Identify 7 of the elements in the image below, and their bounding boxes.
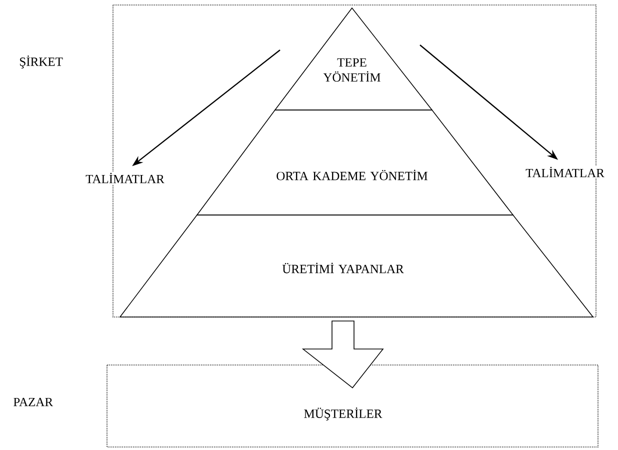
pyramid-tier: ÜRETİMİ YAPANLAR — [119, 214, 594, 318]
block-arrow — [302, 320, 384, 388]
instruction-label: TALİMATLAR — [84, 172, 166, 184]
instruction-label: TALİMATLAR — [524, 166, 606, 178]
node-label: ŞİRKET — [20, 56, 63, 68]
side-label: PAZAR — [14, 398, 54, 406]
pyramid-tier: ORTA KADEME YÖNETİM — [196, 110, 514, 216]
